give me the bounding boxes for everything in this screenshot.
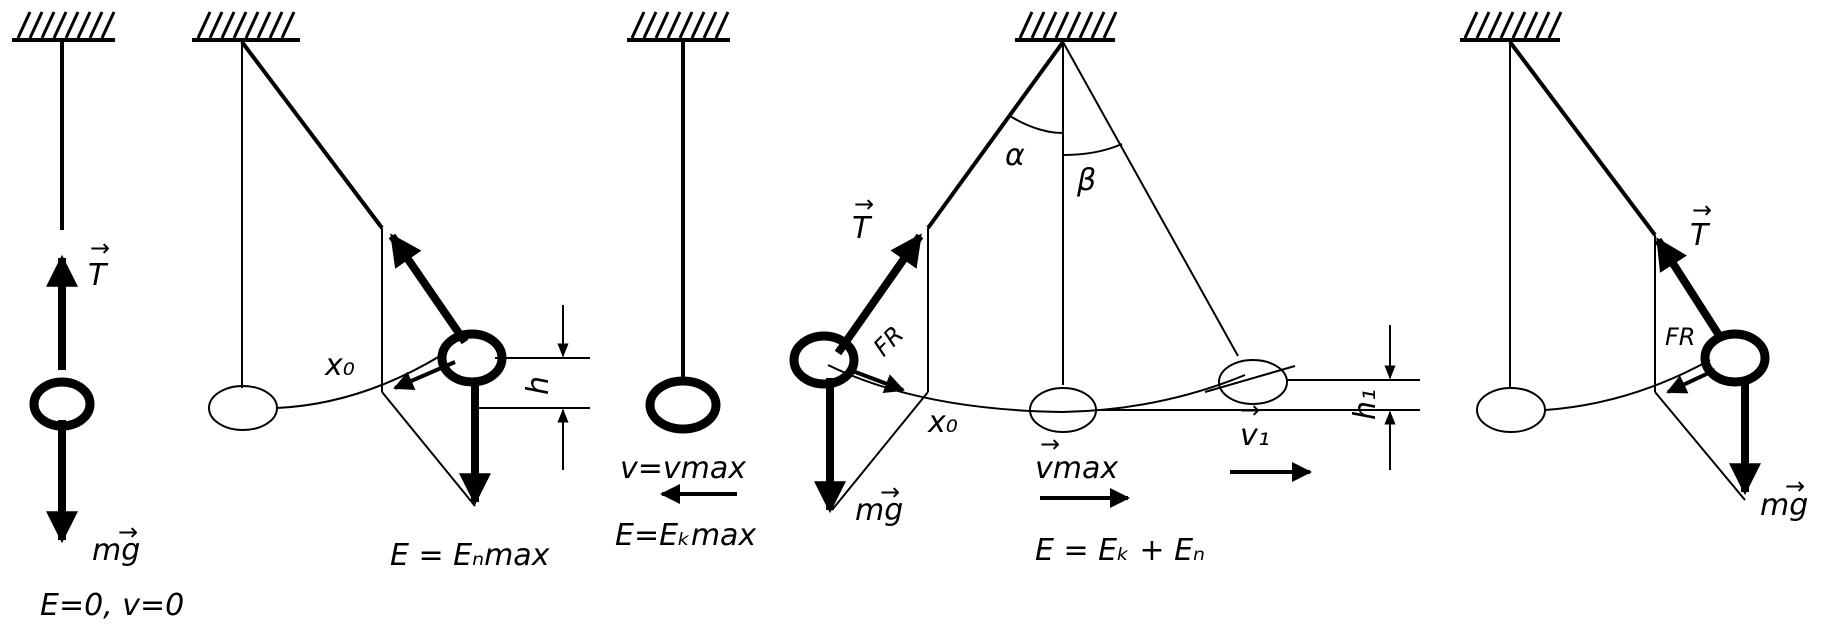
string-2 [240, 40, 384, 230]
tension-arrow-4 [834, 233, 924, 356]
rest-bob-5 [1476, 387, 1546, 433]
arc-4 [827, 364, 1246, 414]
panel-2: h x₀ E = Eₙmax [192, 11, 590, 573]
label-alpha: α [1005, 138, 1025, 173]
ceiling-hatch-5 [1460, 11, 1563, 42]
angle-alpha-arc [1009, 115, 1064, 134]
label-energy-1: E=0, v=0 [40, 588, 184, 623]
string-5 [1508, 40, 1657, 237]
arc-2 [276, 355, 441, 409]
label-mg-5: mg [1760, 488, 1808, 523]
label-tension-5: T [1690, 218, 1711, 253]
panel-1: T → mg → E=0, v=0 [12, 11, 184, 623]
label-x0-4: x₀ [927, 405, 958, 440]
label-beta: β [1076, 163, 1096, 198]
string-right-4 [1062, 41, 1239, 357]
label-h1-4: h₁ [1348, 389, 1383, 420]
vector-mark-mg5: → [1785, 472, 1805, 500]
center-bob-4 [1029, 387, 1097, 433]
ceiling-hatch-2 [192, 11, 300, 42]
tension-arrow-2 [388, 233, 469, 345]
label-energy-3: E=Eₖmax [615, 518, 756, 553]
vector-mark-mg4: → [880, 478, 900, 506]
label-restoring-4: FR [868, 321, 909, 362]
panel-5: T → FR mg → [1460, 11, 1808, 523]
bob-tangent-4 [1204, 365, 1296, 393]
ceiling-hatch-1 [12, 11, 116, 42]
angle-beta-arc [1062, 143, 1123, 156]
bob-1 [29, 377, 95, 431]
tension-arrow-5 [1654, 237, 1726, 343]
label-restoring-5: FR [1665, 323, 1695, 351]
string-4 [926, 40, 1065, 230]
vector-mark-T5: → [1692, 196, 1712, 224]
panel-4: α β T → FR x₀ mg → vmax → v₁ → h₁ E = Eₖ… [789, 11, 1420, 568]
diagonal-guide-2 [381, 391, 476, 507]
rest-bob-2 [208, 385, 278, 431]
bob-3 [645, 376, 721, 434]
restoring-arrow-4 [849, 368, 905, 394]
diagonal-guide-5 [1654, 391, 1746, 501]
label-x0-2: x₀ [324, 348, 355, 383]
label-mg-4: mg [855, 493, 903, 528]
label-v1-4: v₁ [1240, 418, 1270, 453]
vector-mark-mg1: → [118, 518, 138, 546]
label-tension-1: T [88, 258, 109, 293]
bob-5 [1700, 329, 1770, 387]
bob-2 [437, 329, 507, 387]
vector-mark-T1: → [90, 234, 110, 262]
bob-4 [789, 331, 859, 389]
ceiling-hatch-4 [1015, 11, 1118, 42]
label-vmax-4: vmax [1035, 451, 1118, 486]
label-height-2: h [521, 376, 556, 395]
vector-mark-T4: → [854, 190, 874, 218]
label-tension-4: T [852, 211, 873, 246]
label-velocity-3: v=vmax [620, 451, 746, 486]
ceiling-hatch-3 [627, 11, 730, 42]
side-bob-4 [1218, 359, 1288, 405]
vector-mark-vmax4: → [1040, 430, 1060, 458]
diagonal-guide-4 [831, 391, 929, 511]
label-energy-2: E = Eₙmax [390, 538, 550, 573]
arc-5 [1544, 359, 1711, 411]
label-mg-1: mg [92, 533, 140, 568]
label-energy-4: E = Eₖ + Eₙ [1035, 533, 1205, 568]
panel-3: v=vmax E=Eₖmax [615, 11, 756, 553]
